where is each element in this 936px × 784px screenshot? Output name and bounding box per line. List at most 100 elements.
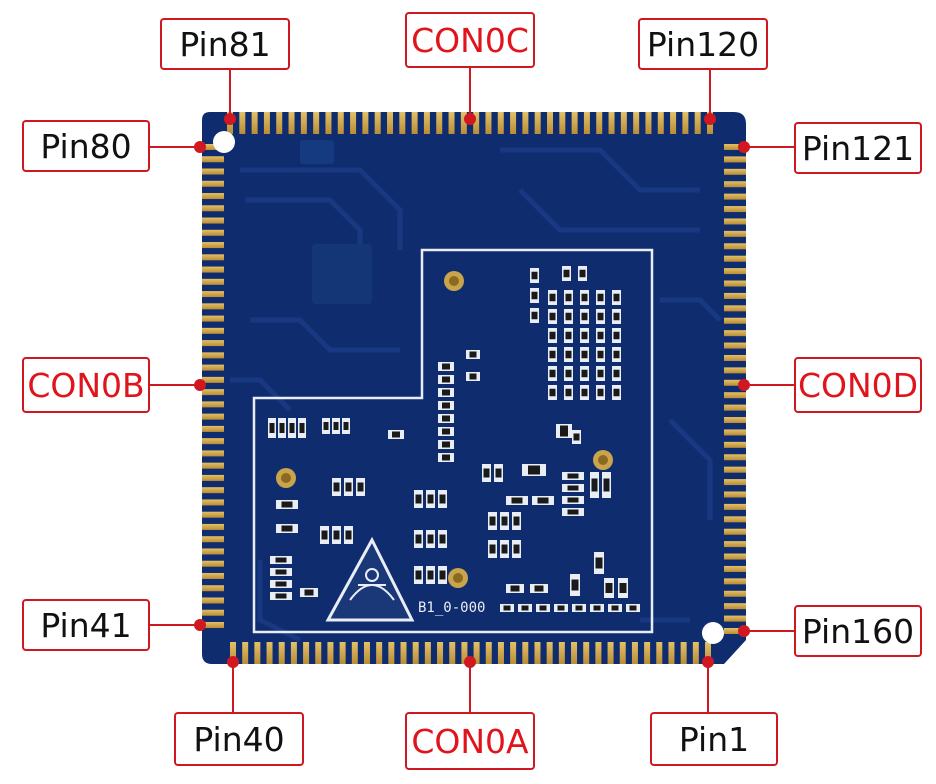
edge-pad xyxy=(202,315,224,322)
edge-pad xyxy=(724,404,746,411)
edge-pad xyxy=(724,206,746,213)
edge-pad xyxy=(202,474,224,481)
edge-pad xyxy=(239,112,246,134)
smd-component-body xyxy=(510,585,520,592)
edge-pad xyxy=(724,268,746,275)
edge-pad xyxy=(423,112,430,134)
edge-pad xyxy=(202,229,224,236)
smd-component-body xyxy=(442,428,450,435)
edge-pad xyxy=(485,112,492,134)
edge-pad xyxy=(497,642,504,664)
edge-pad xyxy=(202,438,224,445)
smd-component-body xyxy=(321,530,328,540)
smd-component-body xyxy=(392,431,400,438)
edge-pad xyxy=(724,454,746,461)
smd-component-body xyxy=(549,293,556,302)
smd-component-body xyxy=(549,350,556,359)
edge-pad xyxy=(724,392,746,399)
edge-pad xyxy=(387,112,393,134)
edge-pad xyxy=(202,560,224,567)
smd-component-body xyxy=(571,579,579,591)
corner-marker-hole xyxy=(702,622,724,644)
smd-component-body xyxy=(345,482,352,492)
edge-pad xyxy=(202,511,224,518)
edge-pad xyxy=(644,642,651,664)
smd-component-body xyxy=(483,468,490,478)
board-version-label: B1_0-000 xyxy=(418,600,485,616)
smd-component-body xyxy=(611,605,619,611)
smd-component-body xyxy=(442,454,450,461)
edge-pad xyxy=(724,565,746,572)
smd-component-body xyxy=(442,441,450,448)
edge-pad xyxy=(327,642,334,664)
edge-pad xyxy=(645,112,652,134)
edge-pad xyxy=(724,280,746,287)
edge-pad xyxy=(202,425,224,432)
smd-component-body xyxy=(495,468,502,478)
edge-pad xyxy=(724,516,746,523)
edge-pad xyxy=(724,181,746,188)
smd-component-body xyxy=(597,369,604,378)
edge-pad xyxy=(668,642,675,664)
edge-pad xyxy=(300,112,307,134)
con0c-label: CON0C xyxy=(405,12,535,68)
edge-pad xyxy=(724,144,746,150)
smd-component-body xyxy=(275,569,287,575)
smd-component-body xyxy=(549,312,556,321)
edge-pad xyxy=(724,628,746,634)
edge-pad xyxy=(724,193,746,200)
edge-pad xyxy=(424,642,431,664)
edge-pad xyxy=(724,330,746,337)
edge-pad xyxy=(202,180,224,187)
edge-pad xyxy=(522,642,529,664)
smd-component-body xyxy=(613,293,620,302)
edge-pad xyxy=(724,503,746,510)
edge-pad xyxy=(546,642,553,664)
edge-pad xyxy=(497,112,504,134)
smd-component-body xyxy=(289,423,295,433)
smd-component-body xyxy=(597,312,604,321)
smd-component-body xyxy=(549,331,556,340)
edge-pad xyxy=(705,642,711,664)
edge-pad xyxy=(202,609,224,616)
smd-component-body xyxy=(549,369,556,378)
pin1-label: Pin1 xyxy=(650,712,778,766)
edge-pad xyxy=(571,642,578,664)
smd-component-body xyxy=(565,388,572,397)
smd-component-body xyxy=(281,501,293,508)
edge-pad xyxy=(202,327,224,334)
smd-component-body xyxy=(513,516,520,526)
edge-pad xyxy=(583,112,590,134)
edge-pad xyxy=(724,479,746,486)
smd-component-body xyxy=(597,293,604,302)
mounting-hole-center xyxy=(598,455,608,465)
smd-component-body xyxy=(613,388,620,397)
edge-pad xyxy=(724,379,746,386)
edge-pad xyxy=(412,642,419,664)
edge-pad xyxy=(339,642,346,664)
smd-component-body xyxy=(563,269,570,278)
pin40-label: Pin40 xyxy=(174,712,304,766)
edge-pad xyxy=(290,642,297,664)
edge-pad xyxy=(692,642,699,664)
edge-pad xyxy=(724,156,746,163)
edge-pad xyxy=(254,642,261,664)
edge-pad xyxy=(202,156,224,163)
smd-component-body xyxy=(275,557,287,563)
con0d-label: CON0D xyxy=(794,357,922,413)
edge-pad xyxy=(724,491,746,498)
smd-component-body xyxy=(299,423,305,433)
smd-component-body xyxy=(489,516,496,526)
smd-component-body xyxy=(581,293,588,302)
smd-component-body xyxy=(581,369,588,378)
smd-component-body xyxy=(521,605,529,611)
edge-pad xyxy=(583,642,590,664)
smd-component-body xyxy=(573,433,580,441)
pin120-label: Pin120 xyxy=(638,18,768,70)
edge-pad xyxy=(399,112,406,134)
smd-component-body xyxy=(323,422,329,430)
smd-component-body xyxy=(415,534,422,544)
edge-pad xyxy=(724,590,746,597)
edge-pad xyxy=(411,112,418,134)
edge-pad xyxy=(202,168,224,175)
